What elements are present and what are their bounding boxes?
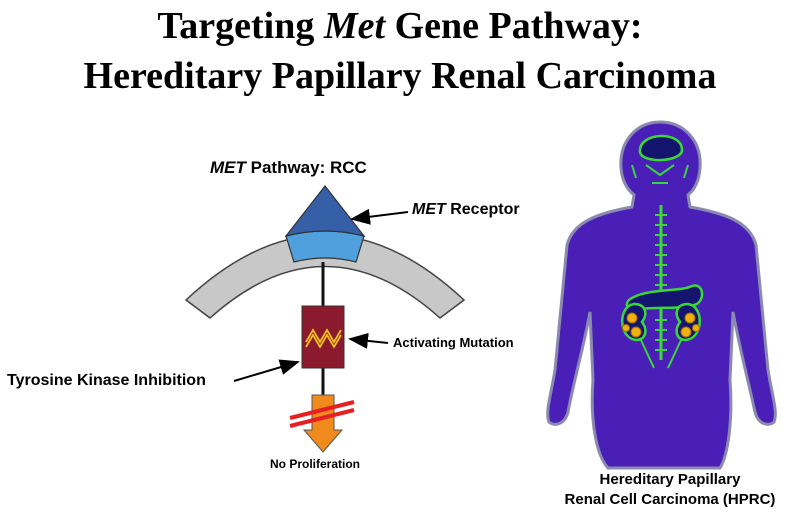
pathway-heading-text: Pathway: RCC bbox=[245, 158, 367, 177]
left-kidney bbox=[621, 302, 647, 342]
slide-title-line-2: Hereditary Papillary Renal Carcinoma bbox=[83, 55, 717, 97]
block-line-1 bbox=[289, 400, 355, 420]
pathway-heading-gene: MET bbox=[210, 158, 246, 177]
human-body-figure bbox=[546, 120, 777, 470]
inhibition-pointer bbox=[233, 359, 300, 382]
title-text-end: Gene Pathway: bbox=[385, 5, 643, 47]
block-line-2 bbox=[289, 408, 355, 428]
body-caption-line-2: Renal Cell Carcinoma (HPRC) bbox=[564, 491, 776, 508]
pathway-heading: MET Pathway: RCC bbox=[210, 158, 367, 178]
met-receptor bbox=[284, 185, 366, 238]
proliferation-arrow bbox=[302, 394, 344, 453]
slide-title-line-1: Targeting Met Gene Pathway: bbox=[0, 4, 800, 48]
mutation-pointer bbox=[348, 332, 389, 349]
ureters bbox=[639, 337, 683, 369]
brain-outline bbox=[638, 134, 684, 162]
mutation-zigzag-2 bbox=[305, 333, 342, 349]
face-outline bbox=[631, 164, 689, 184]
cell-membrane bbox=[184, 234, 466, 319]
vertebrae bbox=[655, 214, 667, 351]
activating-mutation-label: Activating Mutation bbox=[393, 335, 514, 350]
title-text: Targeting bbox=[157, 5, 324, 47]
mutation-zigzag bbox=[305, 328, 342, 344]
tyrosine-kinase-inhibition-label: Tyrosine Kinase Inhibition bbox=[7, 372, 206, 389]
receptor-label: MET Receptor bbox=[412, 201, 520, 219]
no-proliferation-label: No Proliferation bbox=[270, 457, 361, 471]
title-gene-name: Met bbox=[323, 5, 386, 47]
receptor-label-text: Receptor bbox=[445, 201, 520, 218]
receptor-label-gene: MET bbox=[412, 201, 446, 218]
body-caption-line-1: Hereditary Papillary bbox=[599, 471, 741, 488]
receptor-base bbox=[285, 230, 365, 263]
right-kidney bbox=[675, 302, 701, 342]
receptor-pointer bbox=[350, 208, 409, 225]
